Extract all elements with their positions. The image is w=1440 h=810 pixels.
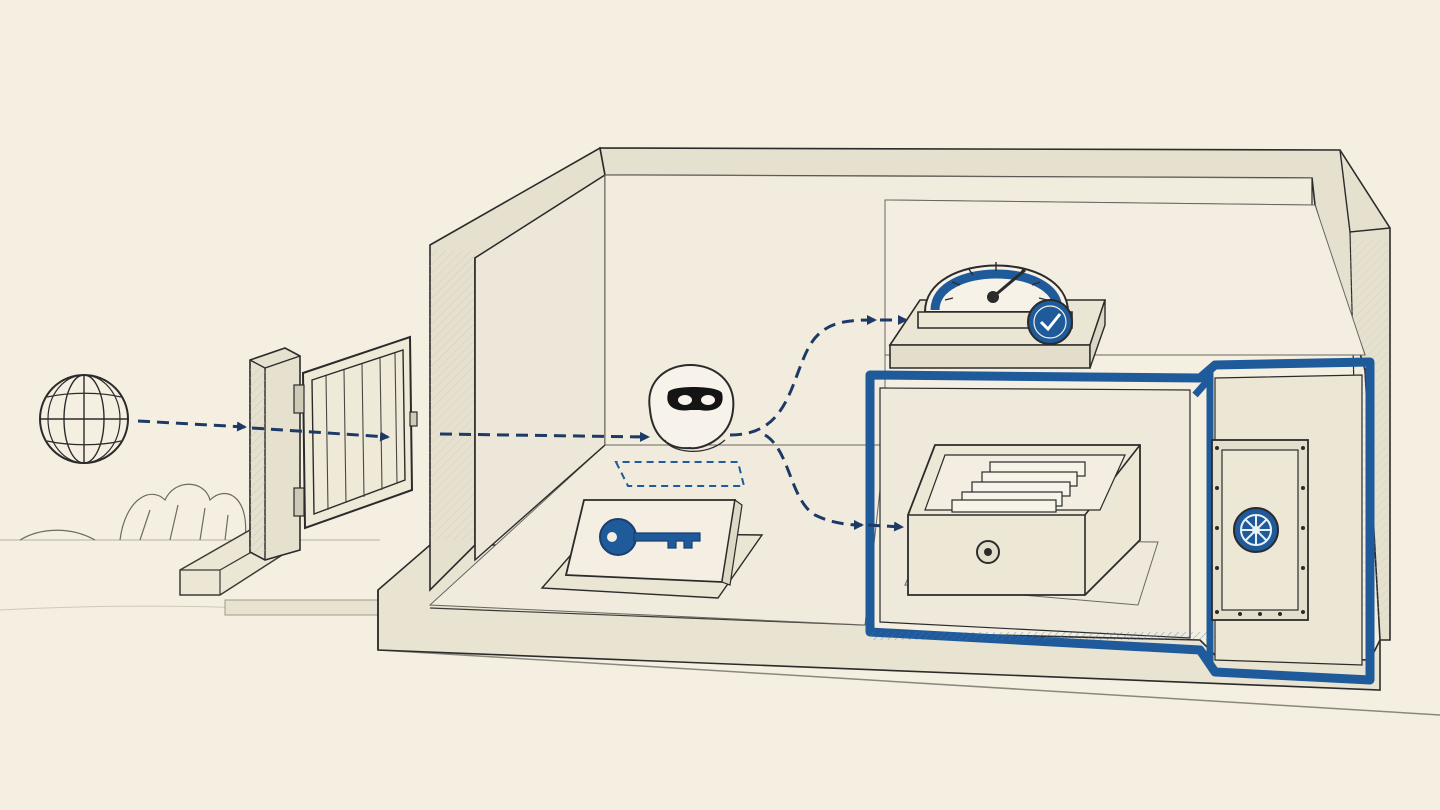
key-card: [540, 498, 764, 599]
globe-icon: [39, 374, 129, 464]
gate-post: [249, 347, 301, 561]
gate-icon: [293, 335, 418, 530]
arrow-agent-to-gauge: [729, 315, 877, 437]
arrow-stub-drawer: [867, 521, 904, 532]
arrow-gate-to-agent: [439, 431, 650, 442]
arrow-through-gate: [251, 426, 390, 442]
masked-robot-icon: [614, 364, 746, 487]
key-icon: [599, 518, 701, 556]
safe-icon: [1211, 439, 1309, 621]
bushes: [19, 483, 247, 541]
flow-arrows: [137, 315, 908, 532]
arrow-globe-to-gate: [137, 419, 247, 432]
file-drawer-icon: [904, 444, 1159, 606]
gauge-check-icon: [917, 262, 1073, 345]
arrow-agent-to-drawer: [764, 433, 864, 530]
